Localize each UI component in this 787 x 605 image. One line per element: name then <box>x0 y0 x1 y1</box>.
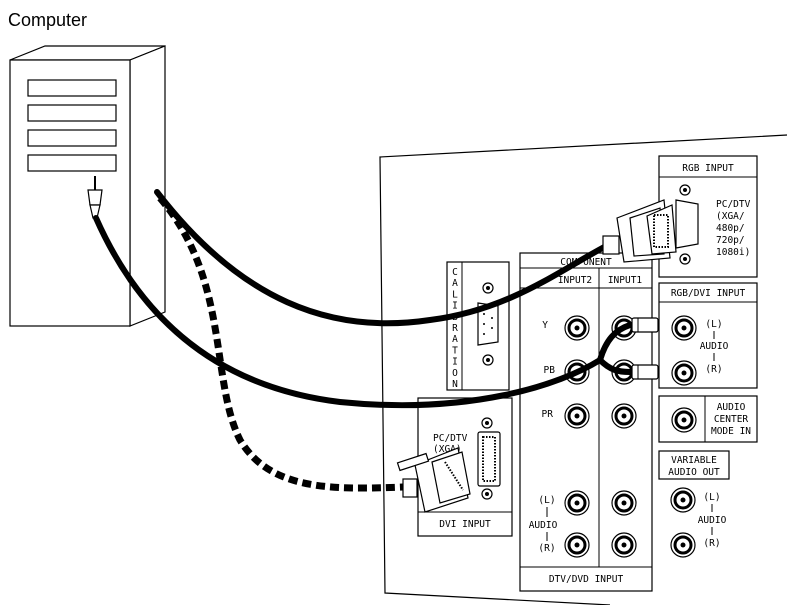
rgb-input-port: RGB INPUT PC/DTV (XGA/ 480p/ 720p/ 1080i… <box>658 155 758 278</box>
rgb-input-label: RGB INPUT <box>682 163 734 174</box>
calibration-letter: A <box>452 334 458 345</box>
rca-jack-icon <box>670 487 696 513</box>
rca-jack-icon <box>670 532 696 558</box>
calibration-letter: T <box>452 345 458 356</box>
calibration-letter: N <box>452 379 458 390</box>
comp-audio-label: AUDIO <box>529 520 558 531</box>
variable-audio-out: VARIABLE AUDIO OUT (L) AUDIO (R) <box>658 450 730 549</box>
rca-jack-icon <box>564 315 590 341</box>
computer-tower <box>9 45 166 327</box>
rca-jack-icon <box>611 490 637 516</box>
dvi-xga-label: (XGA) <box>433 444 462 455</box>
rgb-cable <box>154 189 611 327</box>
dvi-plug-icon <box>396 447 471 513</box>
calibration-letter: I <box>452 357 458 368</box>
calibration-letter: L <box>452 289 458 300</box>
calibration-letter: O <box>452 368 458 379</box>
rca-jack-icon <box>611 403 637 429</box>
rca-jack-icon <box>564 532 590 558</box>
rear-panel-outline <box>379 134 787 605</box>
rca-jack-icon <box>671 407 697 433</box>
rca-plug-l-icon <box>631 317 659 333</box>
calibration-letter: A <box>452 278 458 289</box>
calibration-letter: I <box>452 301 458 312</box>
drive-bay-4 <box>27 154 117 172</box>
pb-label: PB <box>544 365 556 376</box>
rgb-fmt-3: 1080i) <box>716 247 750 258</box>
rgbdvi-l-label: (L) <box>705 319 722 330</box>
audio-center-1: CENTER <box>714 414 749 425</box>
var-audio-label: AUDIO <box>698 515 727 526</box>
cables <box>93 189 655 492</box>
var-r-label: (R) <box>703 538 720 549</box>
rgbdvi-input-label: RGB/DVI INPUT <box>671 288 746 299</box>
vga-plug-icon <box>602 199 677 263</box>
dvi-pc-label: PC/DTV <box>433 433 468 444</box>
audio-center-2: MODE IN <box>711 426 751 437</box>
variable-0: VARIABLE <box>671 455 717 466</box>
rgb-pc-label: PC/DTV <box>716 199 751 210</box>
rca-jack-icon <box>671 315 697 341</box>
rca-jack-icon <box>671 360 697 386</box>
pr-label: PR <box>542 409 554 420</box>
rgbdvi-r-label: (R) <box>705 364 722 375</box>
dvi-input-label: DVI INPUT <box>439 519 491 530</box>
y-label: Y <box>542 320 548 331</box>
rca-jack-icon <box>611 532 637 558</box>
rca-jack-icon <box>564 490 590 516</box>
drive-bay-1 <box>27 79 117 97</box>
rca-plug-r-icon <box>631 364 659 380</box>
var-l-label: (L) <box>703 492 720 503</box>
drive-bay-3 <box>27 129 117 147</box>
dvi-cable <box>157 195 404 492</box>
comp-audio-r-label: (R) <box>538 543 555 554</box>
dtv-dvd-input-label: DTV/DVD INPUT <box>549 574 624 585</box>
rgb-fmt-0: (XGA/ <box>716 211 745 222</box>
variable-1: AUDIO OUT <box>668 467 720 478</box>
input2-label: INPUT2 <box>558 275 592 286</box>
calibration-letter: C <box>452 267 458 278</box>
rgb-fmt-2: 720p/ <box>716 235 745 246</box>
comp-audio-l-label: (L) <box>538 495 555 506</box>
input1-label: INPUT1 <box>608 275 643 286</box>
calibration-letter: R <box>452 323 458 334</box>
audio-center-0: AUDIO <box>717 402 746 413</box>
audio-cable <box>93 215 603 409</box>
rca-jack-icon <box>564 403 590 429</box>
component-header: COMPONENT <box>560 257 612 268</box>
computer-label: Computer <box>8 10 87 30</box>
rgbdvi-audio-label: AUDIO <box>700 341 729 352</box>
rgb-fmt-1: 480p/ <box>716 223 745 234</box>
drive-bay-2 <box>27 104 117 122</box>
